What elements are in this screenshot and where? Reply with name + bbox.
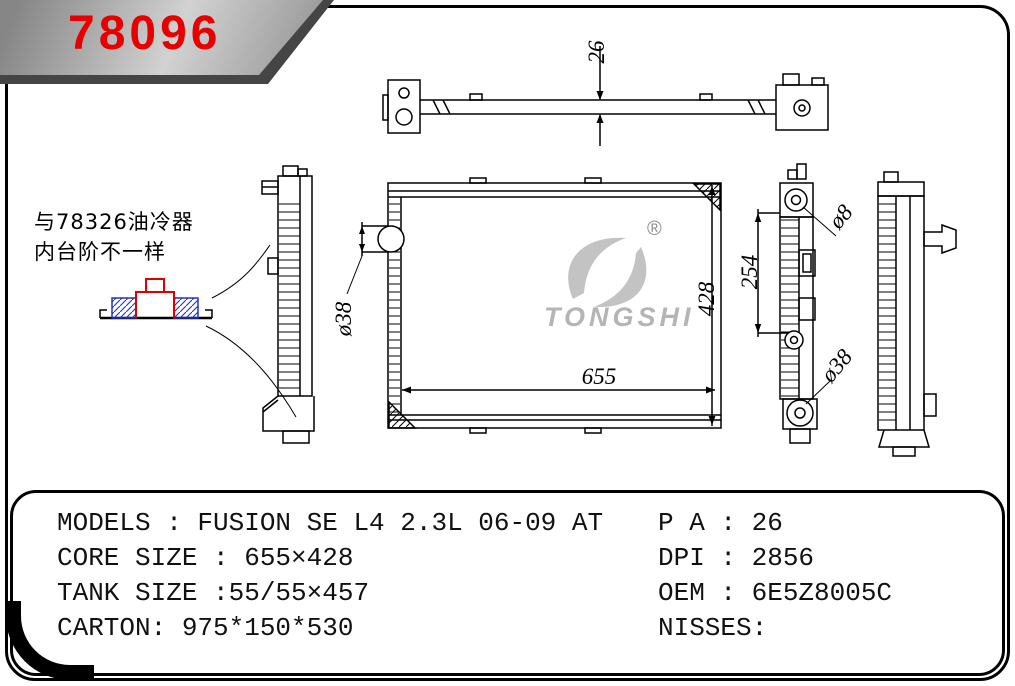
detail-cross-section	[99, 244, 297, 418]
middle-port-circle	[784, 330, 804, 350]
spec-line-dpi: DPI : 2856	[658, 543, 815, 573]
spec-line-pa: P A : 26	[658, 508, 783, 538]
left-side-view-drawing	[261, 165, 315, 444]
registered-trademark-icon: ®	[647, 218, 662, 240]
page-border	[5, 5, 1010, 681]
dim-port-span-label: 254	[737, 254, 762, 290]
top-port-circle	[784, 188, 808, 212]
side-connector-pipe	[923, 223, 957, 255]
brand-logo-text: TONGSHI	[544, 302, 695, 332]
spec-line-carton: CARTON: 975*150*530	[57, 613, 354, 643]
spec-column-right: P A : 26 DPI : 2856 OEM : 6E5Z8005C NISS…	[658, 506, 892, 646]
logo-swoosh-icon	[568, 237, 647, 308]
inlet-port-circle	[377, 225, 405, 253]
detail-hatch-left	[111, 297, 137, 319]
top-view-pin-hole	[398, 87, 410, 99]
outlet-port-circle	[786, 399, 814, 427]
dim-core-height-label: 428	[694, 281, 719, 317]
part-number-badge: 78096	[0, 0, 345, 92]
dim-bar-thickness-label: 26	[584, 40, 609, 64]
spec-line-nisses: NISSES:	[658, 613, 768, 643]
dim-core-width-label: 655	[581, 364, 617, 389]
detail-red-step	[145, 278, 165, 293]
spec-line-models: MODELS : FUSION SE L4 2.3L 06-09 AT	[57, 508, 604, 538]
oil-cooler-note-line1: 与78326油冷器	[34, 210, 194, 234]
right-side-view-drawing	[754, 163, 837, 444]
top-view-drawing	[382, 46, 829, 146]
badge-shape	[0, 0, 323, 75]
top-view-mount-hole	[395, 108, 413, 126]
dim-inlet-diameter-label: ø38	[331, 301, 356, 337]
spec-column-left: MODELS : FUSION SE L4 2.3L 06-09 AT CORE…	[57, 506, 603, 646]
spec-panel: MODELS : FUSION SE L4 2.3L 06-09 AT CORE…	[10, 490, 1005, 676]
detail-hatch-right	[173, 297, 199, 319]
corner-gusset-bottom-left	[388, 400, 417, 429]
spec-line-oem: OEM : 6E5Z8005C	[658, 578, 893, 608]
front-view-drawing	[346, 177, 722, 434]
end-view-drawing	[877, 171, 957, 457]
oil-cooler-note-line2: 内台阶不一样	[34, 240, 166, 264]
spec-line-tank-size: TANK SIZE :55/55×457	[57, 578, 370, 608]
spec-line-core-size: CORE SIZE : 655×428	[57, 543, 354, 573]
part-number: 78096	[68, 7, 222, 60]
detail-red-profile	[135, 291, 175, 318]
